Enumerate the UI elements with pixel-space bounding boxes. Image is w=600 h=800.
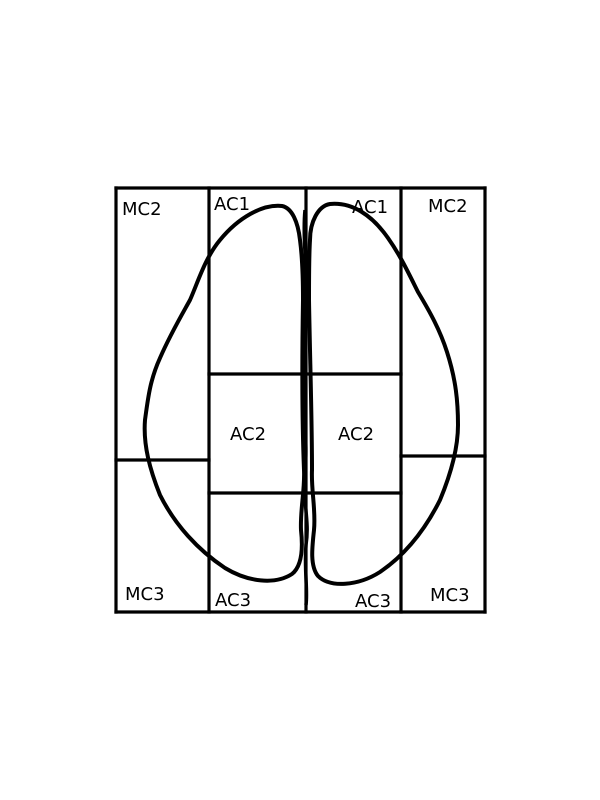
- label-right-top-inner: AC1: [352, 197, 388, 218]
- label-right-bottom-inner: AC3: [355, 591, 391, 612]
- label-right-top-outer: MC2: [428, 196, 468, 217]
- label-left-bottom-inner: AC3: [215, 590, 251, 611]
- label-left-top-inner: AC1: [214, 194, 250, 215]
- label-left-top-outer: MC2: [122, 199, 162, 220]
- label-left-middle: AC2: [230, 424, 266, 445]
- right-hemisphere-outline: [307, 201, 460, 586]
- label-right-bottom-outer: MC3: [430, 585, 470, 606]
- label-right-middle: AC2: [338, 424, 374, 445]
- label-left-bottom-outer: MC3: [125, 584, 165, 605]
- left-hemisphere-outline: [142, 203, 307, 583]
